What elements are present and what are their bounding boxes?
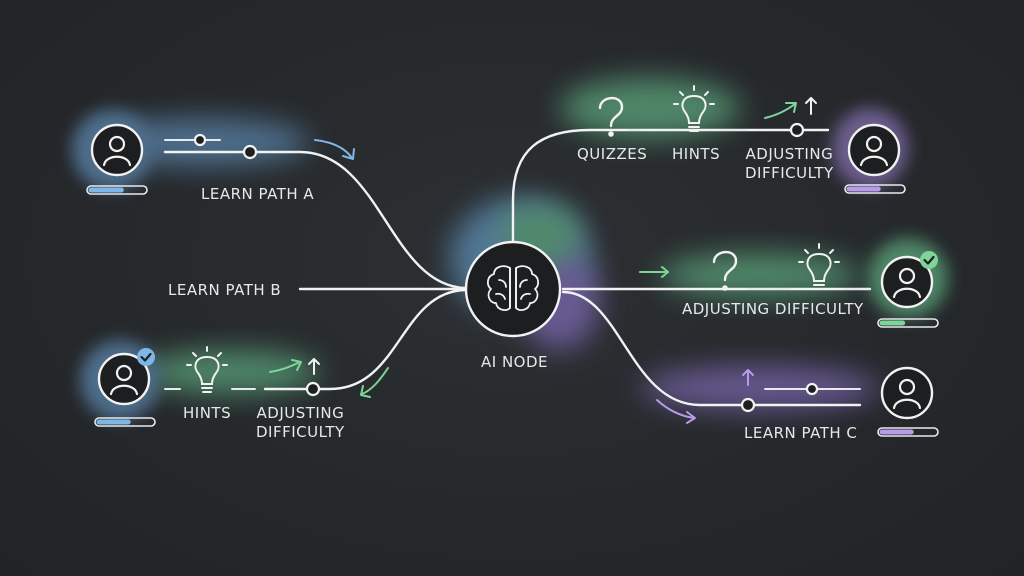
- progress-bar-fill: [88, 187, 124, 193]
- brain-icon: [487, 265, 539, 311]
- progress-bar-fill: [846, 186, 881, 192]
- avatar-icon[interactable]: [847, 123, 901, 177]
- avatar-icon[interactable]: [880, 366, 934, 420]
- check-badge-icon: [137, 348, 155, 366]
- progress-bar-track: [94, 417, 156, 427]
- path-a-slider-knob[interactable]: [193, 133, 207, 147]
- adjusting-difficulty-left-label: ADJUSTING DIFFICULTY: [256, 404, 345, 441]
- quizzes-branch-line: [511, 128, 830, 247]
- up-arrow-right-top-icon: [805, 97, 817, 115]
- avatar-icon[interactable]: [97, 352, 151, 406]
- learner-a-group[interactable]: [86, 123, 148, 195]
- progress-bar-fill: [96, 419, 131, 425]
- learn-path-a-label: LEARN PATH A: [201, 185, 315, 203]
- progress-bar-fill: [879, 320, 906, 326]
- learner-d-group[interactable]: [877, 366, 939, 437]
- lightbulb-top-icon: [673, 85, 715, 132]
- lightbulb-mid-icon: [798, 243, 840, 290]
- ai-node[interactable]: [464, 240, 562, 338]
- progress-bar-track: [844, 184, 906, 194]
- path-c-line: [561, 290, 862, 407]
- learner-c1-group[interactable]: [844, 123, 906, 194]
- path-a-line: [163, 150, 467, 290]
- ai-node-label: AI NODE: [481, 353, 549, 371]
- progress-bar-track: [86, 185, 148, 195]
- learner-c2-group[interactable]: [877, 251, 939, 328]
- learners: [86, 123, 939, 437]
- adjusting-difficulty-mid-label: ADJUSTING DIFFICULTY: [682, 300, 864, 318]
- arrow-path-c-icon: [656, 399, 696, 424]
- node-dots: [193, 122, 819, 413]
- path-left-bottom-line: [263, 288, 467, 391]
- up-arrow-path-c-icon: [742, 369, 754, 386]
- arrow-path-a-icon: [314, 139, 355, 160]
- learn-path-b-label: LEARN PATH B: [168, 281, 282, 299]
- arrow-mid-right-icon: [639, 266, 669, 278]
- arrow-left-bottom-icon: [360, 367, 389, 398]
- hints-left-label: HINTS: [183, 404, 232, 422]
- left-bottom-node[interactable]: [305, 381, 321, 397]
- hints-right-label: HINTS: [672, 145, 721, 163]
- quizzes-label: QUIZZES: [577, 145, 648, 163]
- up-arrow-left-icon: [308, 358, 320, 375]
- avatar-icon[interactable]: [880, 255, 934, 309]
- arrow-left-up-icon: [269, 359, 302, 373]
- progress-bar-fill: [879, 429, 914, 435]
- progress-bar-track: [877, 318, 939, 328]
- path-c-slider-knob[interactable]: [805, 382, 819, 396]
- progress-bar-track: [877, 427, 939, 437]
- arrow-quizzes-up-icon: [764, 102, 797, 119]
- learner-b-group[interactable]: [94, 348, 156, 427]
- lightbulb-left-icon: [186, 346, 228, 393]
- path-a-node[interactable]: [242, 144, 258, 160]
- right-top-node[interactable]: [789, 122, 805, 138]
- learn-path-c-label: LEARN PATH C: [744, 424, 858, 442]
- question-icon: [598, 96, 624, 137]
- adjusting-difficulty-right-label: ADJUSTING DIFFICULTY: [745, 145, 834, 182]
- question-mid-icon: [712, 250, 738, 291]
- path-c-node[interactable]: [740, 397, 756, 413]
- avatar-icon[interactable]: [90, 123, 144, 177]
- arrows: [269, 97, 817, 424]
- check-badge-icon: [920, 251, 938, 269]
